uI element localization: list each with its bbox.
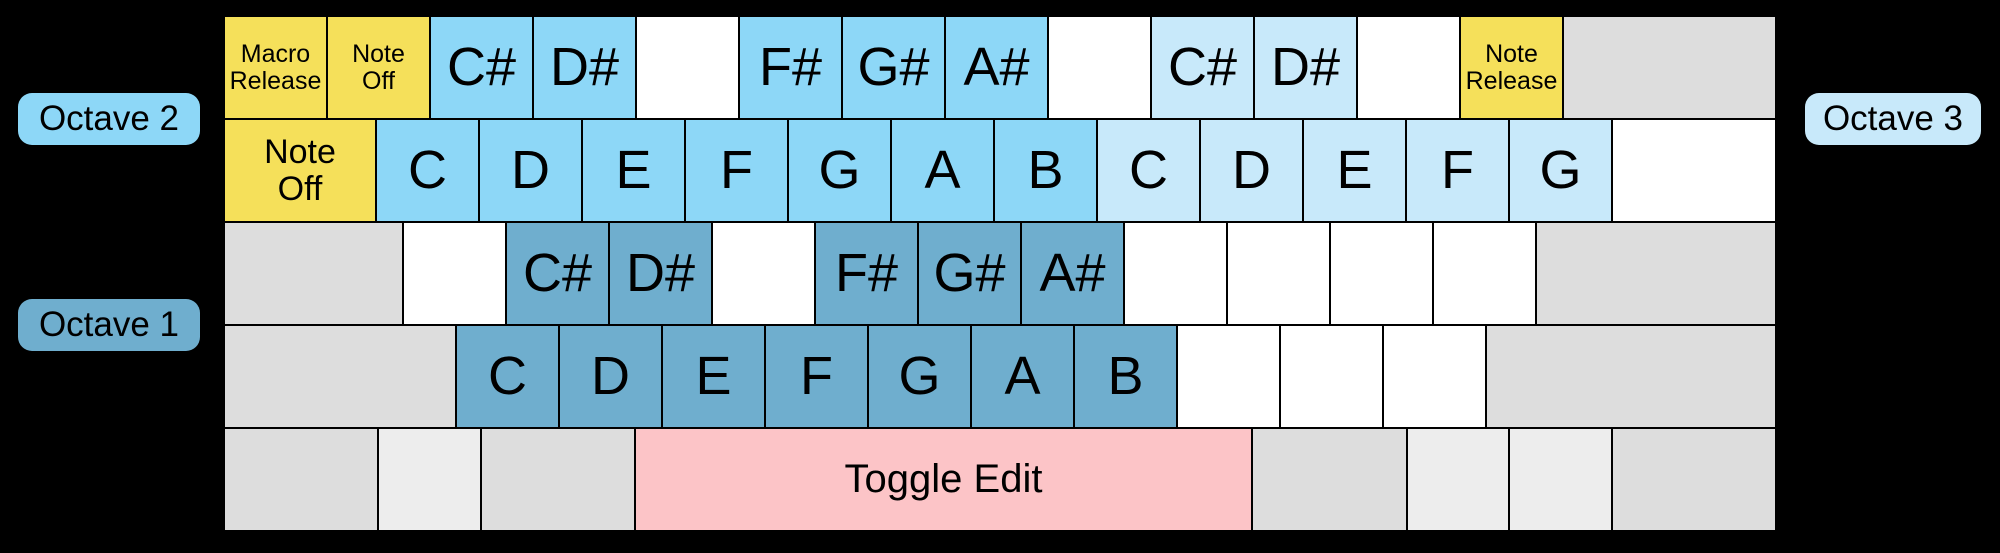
key-blank	[379, 429, 480, 530]
key-blank	[1487, 326, 1775, 427]
key-c-sharp: C#	[431, 17, 532, 118]
octave-3-label: Octave 3	[1805, 93, 1981, 145]
key-blank	[482, 429, 634, 530]
key-b: B	[995, 120, 1096, 221]
key-blank	[1613, 429, 1775, 530]
key-e: E	[663, 326, 764, 427]
key-a-sharp: A#	[946, 17, 1047, 118]
key-note-off: Note Off	[328, 17, 429, 118]
octave-2-label: Octave 2	[18, 93, 200, 145]
key-blank	[1613, 120, 1775, 221]
key-c: C	[377, 120, 478, 221]
key-a: A	[892, 120, 993, 221]
key-g-sharp: G#	[919, 223, 1020, 324]
key-blank	[1049, 17, 1150, 118]
key-toggle-edit: Toggle Edit	[636, 429, 1251, 530]
key-d: D	[1201, 120, 1302, 221]
key-blank	[1510, 429, 1611, 530]
key-blank	[1253, 429, 1406, 530]
key-blank	[1358, 17, 1459, 118]
key-blank	[1331, 223, 1432, 324]
key-note-off: Note Off	[225, 120, 375, 221]
key-e: E	[1304, 120, 1405, 221]
key-e: E	[583, 120, 684, 221]
key-blank	[1125, 223, 1226, 324]
key-blank	[1537, 223, 1775, 324]
key-a-sharp: A#	[1022, 223, 1123, 324]
key-note-release: Note Release	[1461, 17, 1562, 118]
key-blank	[225, 429, 377, 530]
key-blank	[1408, 429, 1508, 530]
key-blank	[225, 223, 402, 324]
keyboard-row-5: Toggle Edit	[225, 429, 1775, 530]
key-blank	[713, 223, 814, 324]
key-a: A	[972, 326, 1073, 427]
key-blank	[1281, 326, 1382, 427]
key-b: B	[1075, 326, 1176, 427]
key-d-sharp: D#	[1255, 17, 1356, 118]
key-blank	[404, 223, 505, 324]
key-f-sharp: F#	[816, 223, 917, 324]
key-f: F	[766, 326, 867, 427]
key-f-sharp: F#	[740, 17, 841, 118]
key-c: C	[457, 326, 558, 427]
key-blank	[637, 17, 738, 118]
key-blank	[225, 326, 455, 427]
key-g: G	[869, 326, 970, 427]
key-d: D	[480, 120, 581, 221]
key-blank	[1434, 223, 1535, 324]
key-blank	[1228, 223, 1329, 324]
key-c-sharp: C#	[1152, 17, 1253, 118]
key-d-sharp: D#	[610, 223, 711, 324]
key-g: G	[1510, 120, 1611, 221]
key-d: D	[560, 326, 661, 427]
key-g-sharp: G#	[843, 17, 944, 118]
key-g: G	[789, 120, 890, 221]
key-blank	[1564, 17, 1775, 118]
key-blank	[1178, 326, 1279, 427]
key-f: F	[686, 120, 787, 221]
key-d-sharp: D#	[534, 17, 635, 118]
keyboard-row-3: C#D# F#G#A#	[225, 223, 1775, 324]
key-blank	[1384, 326, 1485, 427]
key-c-sharp: C#	[507, 223, 608, 324]
key-macro-release: Macro Release	[225, 17, 326, 118]
key-c: C	[1098, 120, 1199, 221]
key-f: F	[1407, 120, 1508, 221]
octave-1-label: Octave 1	[18, 299, 200, 351]
